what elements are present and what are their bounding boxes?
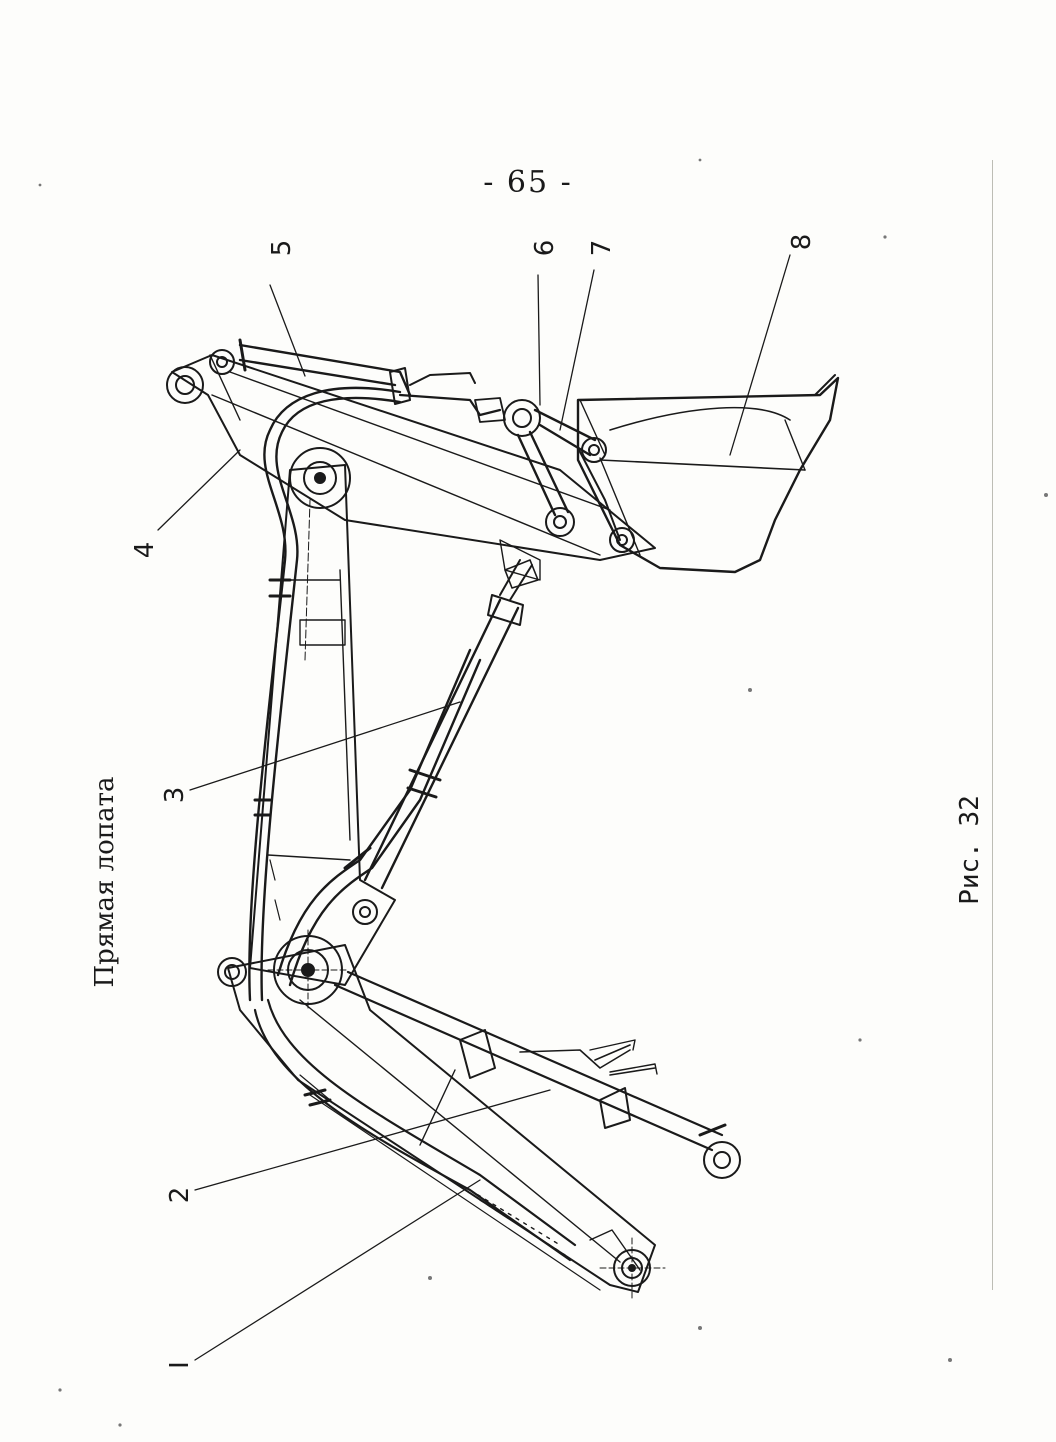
stick-top-pin bbox=[289, 447, 351, 509]
page-number: - 65 - bbox=[483, 165, 573, 200]
boom-head-pin bbox=[267, 929, 349, 1011]
figure-title: Прямая лопата bbox=[90, 776, 120, 988]
boom-tip-pin bbox=[217, 957, 247, 987]
page-margin-line bbox=[992, 160, 993, 1290]
callout-label-3: 3 bbox=[160, 786, 190, 804]
hose-loop bbox=[276, 648, 482, 987]
bucket bbox=[576, 374, 840, 574]
boom-foot-pin bbox=[599, 1237, 666, 1301]
boom-cylinder bbox=[333, 970, 741, 1179]
dipper-top-pin bbox=[166, 349, 235, 404]
stick-cylinder bbox=[363, 559, 539, 890]
boom bbox=[227, 944, 656, 1293]
callout-label-4: 4 bbox=[130, 541, 160, 559]
figure-caption: Рис. 32 bbox=[955, 795, 985, 905]
bucket-linkage bbox=[503, 399, 635, 553]
callout-label-2: 2 bbox=[165, 1186, 195, 1204]
stick bbox=[249, 464, 396, 986]
bucket-cylinder bbox=[238, 338, 506, 423]
stick-lower-pin bbox=[352, 899, 378, 925]
leader-lines bbox=[157, 254, 791, 1361]
callout-label-7: 7 bbox=[587, 239, 617, 257]
callout-label-5: 5 bbox=[267, 239, 297, 257]
hydraulic-hoses bbox=[248, 386, 577, 1262]
scan-specks bbox=[38, 158, 1048, 1427]
callout-label-6: 6 bbox=[530, 239, 560, 257]
dipper-arm bbox=[171, 354, 656, 581]
callout-label-8: 8 bbox=[787, 233, 817, 251]
callout-label-1: I bbox=[165, 1361, 195, 1369]
